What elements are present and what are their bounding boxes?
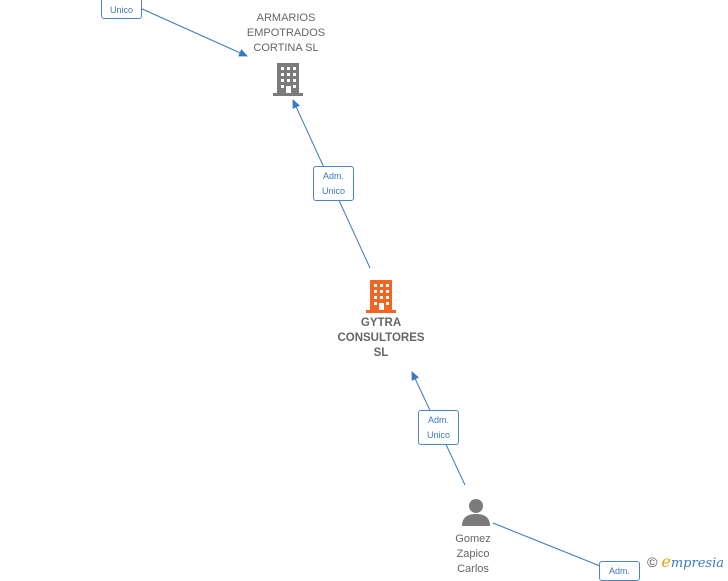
copyright-symbol: © bbox=[647, 554, 658, 570]
edge-top-left-to-armarios bbox=[139, 7, 248, 57]
edge-gomez-to-bottom-right bbox=[492, 522, 611, 571]
brand-logo-text: mpresia bbox=[670, 556, 724, 571]
brand-watermark: ©empresia bbox=[647, 552, 724, 571]
edge-label-adm-unico: Adm. Unico bbox=[418, 410, 459, 445]
building-icon[interactable] bbox=[365, 278, 397, 314]
node-label-line: CORTINA SL bbox=[253, 42, 319, 54]
node-label-line: ARMARIOS bbox=[256, 12, 316, 24]
edge-label-line: Unico bbox=[426, 430, 450, 440]
edge-label-line: Unico bbox=[321, 186, 345, 196]
node-gomez-label[interactable]: Gomez Zapico Carlos bbox=[430, 532, 516, 577]
edge-label-line: Adm. bbox=[608, 566, 630, 576]
node-label-line: CONSULTORES bbox=[337, 332, 425, 344]
node-label-line: EMPOTRADOS bbox=[246, 27, 326, 39]
brand-logo-e: e bbox=[661, 552, 671, 571]
person-icon[interactable] bbox=[461, 497, 491, 527]
edge-label-top-left: Unico bbox=[101, 0, 142, 19]
node-label-line: Gomez bbox=[455, 533, 491, 545]
node-armarios-label[interactable]: ARMARIOS EMPOTRADOS CORTINA SL bbox=[226, 11, 346, 56]
node-label-line: SL bbox=[373, 347, 389, 359]
edge-label-line: Unico bbox=[109, 5, 133, 15]
edge-label-line: Adm. bbox=[427, 415, 449, 425]
edge-label-line: Adm. bbox=[322, 171, 344, 181]
node-label-line: GYTRA bbox=[360, 317, 402, 329]
edge-label-bottom-right: Adm. bbox=[599, 561, 640, 581]
node-label-line: Carlos bbox=[457, 563, 489, 575]
edge-label-adm-unico: Adm. Unico bbox=[313, 166, 354, 201]
node-gytra-label[interactable]: GYTRA CONSULTORES SL bbox=[316, 316, 446, 361]
node-label-line: Zapico bbox=[456, 548, 490, 560]
building-icon[interactable] bbox=[272, 61, 304, 97]
